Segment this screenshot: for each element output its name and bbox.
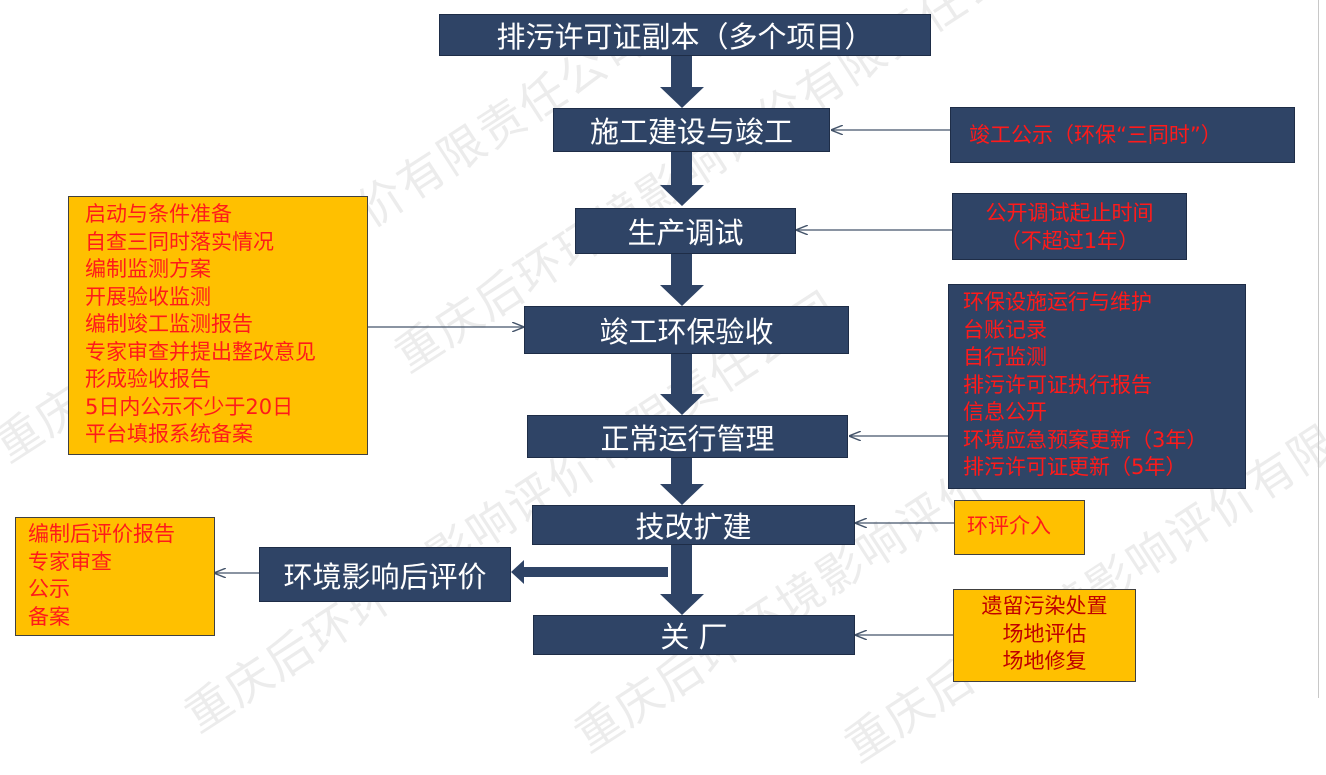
note-line: 竣工公示（环保“三同时”） bbox=[969, 123, 1222, 147]
note-acceptance-steps: 启动与条件准备 自查三同时落实情况 编制监测方案 开展验收监测 编制竣工监测报告… bbox=[68, 196, 368, 455]
note-line: 信息公开 bbox=[963, 400, 1047, 424]
note-line: 专家审查 bbox=[28, 549, 112, 574]
note-line: 场地评估 bbox=[1002, 621, 1087, 646]
note-line: （不超过1年） bbox=[999, 228, 1140, 253]
note-eia-involvement: 环评介入 bbox=[954, 500, 1085, 555]
down-arrow bbox=[660, 152, 704, 206]
note-line: 公开调试起止时间 bbox=[985, 201, 1154, 225]
note-closure: 遗留污染处置 场地评估 场地修复 bbox=[953, 589, 1136, 682]
note-line: 开展验收监测 bbox=[85, 284, 211, 309]
step-trial-production: 生产调试 bbox=[575, 208, 796, 254]
note-line: 环境应急预案更新（3年） bbox=[963, 427, 1208, 452]
note-line: 5日内公示不少于20日 bbox=[85, 394, 294, 419]
step-closure: 关 厂 bbox=[533, 615, 855, 655]
down-arrow bbox=[660, 254, 704, 306]
step-post-evaluation: 环境影响后评价 bbox=[259, 547, 511, 602]
down-arrow bbox=[660, 545, 704, 615]
note-construction: 竣工公示（环保“三同时”） bbox=[950, 107, 1295, 163]
note-operation-tasks: 环保设施运行与维护 台账记录 自行监测 排污许可证执行报告 信息公开 环境应急预… bbox=[948, 284, 1246, 489]
step-expansion: 技改扩建 bbox=[532, 505, 855, 545]
note-line: 编制竣工监测报告 bbox=[85, 312, 253, 336]
note-trial: 公开调试起止时间 （不超过1年） bbox=[952, 193, 1187, 260]
step-completion-acceptance: 竣工环保验收 bbox=[524, 306, 849, 354]
note-line: 环保设施运行与维护 bbox=[963, 290, 1152, 314]
note-line: 场地修复 bbox=[1002, 649, 1087, 673]
note-line: 排污许可证更新（5年） bbox=[963, 455, 1187, 479]
note-line: 编制后评价报告 bbox=[28, 522, 175, 546]
note-line: 台账记录 bbox=[963, 317, 1047, 342]
note-post-evaluation: 编制后评价报告 专家审查 公示 备案 bbox=[15, 517, 215, 636]
down-arrow bbox=[660, 458, 704, 505]
note-line: 自行监测 bbox=[963, 345, 1047, 369]
step-construction: 施工建设与竣工 bbox=[553, 108, 830, 152]
note-line: 环评介入 bbox=[967, 514, 1051, 538]
note-line: 平台填报系统备案 bbox=[85, 422, 253, 446]
left-arrow bbox=[511, 560, 668, 584]
note-line: 排污许可证执行报告 bbox=[963, 372, 1152, 397]
down-arrow bbox=[660, 56, 704, 108]
canvas-edge bbox=[1318, 0, 1319, 698]
step-normal-operation: 正常运行管理 bbox=[527, 415, 848, 458]
note-line: 遗留污染处置 bbox=[981, 594, 1108, 618]
note-line: 编制监测方案 bbox=[85, 257, 211, 281]
step-permit-copy: 排污许可证副本（多个项目） bbox=[439, 14, 931, 56]
down-arrow bbox=[660, 354, 704, 415]
note-line: 启动与条件准备 bbox=[85, 202, 232, 226]
note-line: 公示 bbox=[28, 577, 70, 601]
note-line: 专家审查并提出整改意见 bbox=[85, 339, 316, 364]
note-line: 形成验收报告 bbox=[85, 367, 211, 391]
note-line: 备案 bbox=[28, 604, 70, 629]
note-line: 自查三同时落实情况 bbox=[85, 229, 274, 254]
